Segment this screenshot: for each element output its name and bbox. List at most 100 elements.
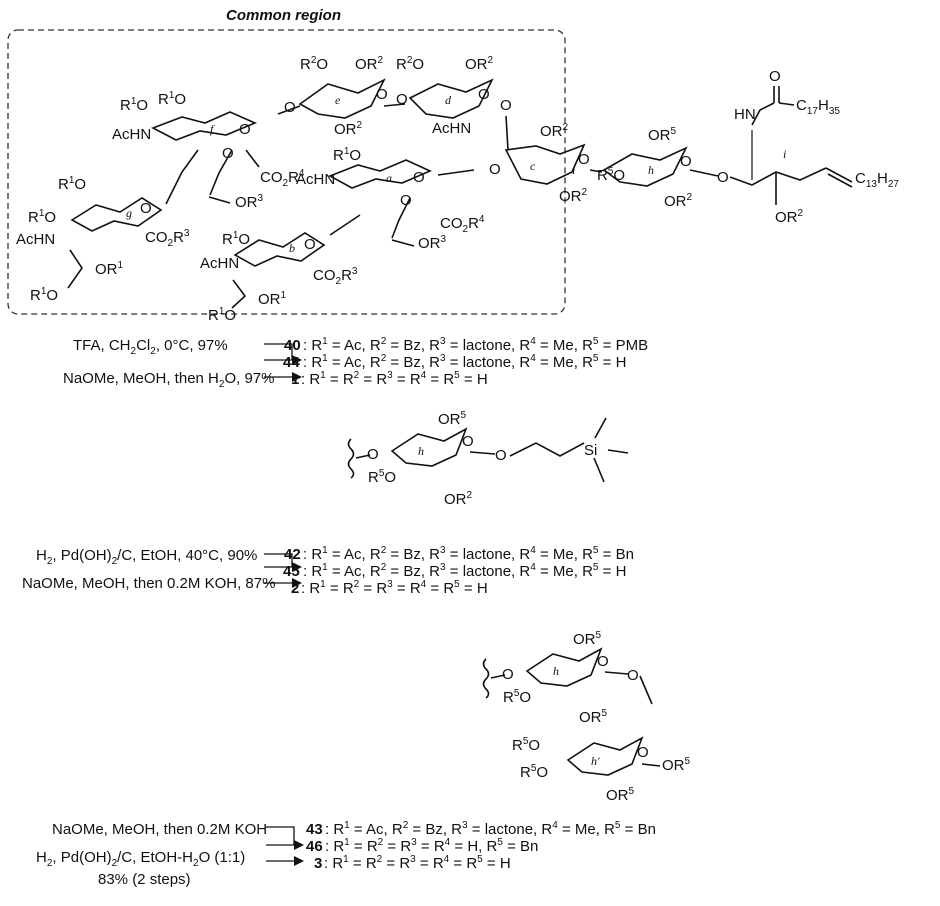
svg-text:a: a bbox=[386, 171, 392, 185]
prod-1-id: 1 bbox=[291, 371, 299, 388]
svg-text:b: b bbox=[289, 241, 295, 255]
prod-44-id: 44 bbox=[283, 354, 300, 371]
prod-40-id: 40 bbox=[284, 337, 301, 354]
svg-text:CO2R4: CO2R4 bbox=[440, 214, 485, 235]
svg-text:R2O: R2O bbox=[300, 55, 328, 73]
svg-text:OR1: OR1 bbox=[95, 260, 124, 278]
prod-46-id: 46 bbox=[306, 838, 323, 855]
svg-text:O: O bbox=[627, 667, 639, 684]
svg-text:OR2: OR2 bbox=[775, 208, 804, 226]
svg-text:CO2R3: CO2R3 bbox=[145, 228, 190, 249]
prod-42-id: 42 bbox=[284, 546, 301, 563]
cond-2a: H2, Pd(OH)2/C, EtOH, 40°C, 90% bbox=[36, 547, 257, 567]
reaction-2: H2, Pd(OH)2/C, EtOH, 40°C, 90% NaOMe, Me… bbox=[22, 545, 634, 597]
svg-text:OR5: OR5 bbox=[573, 630, 602, 648]
prod-2: : R1 = R2 = R3 = R4 = R5 = H bbox=[301, 579, 488, 597]
prod-43-id: 43 bbox=[306, 821, 323, 838]
svg-text:O: O bbox=[376, 86, 388, 103]
hn-label: HN bbox=[734, 106, 756, 123]
svg-text:O: O bbox=[578, 151, 590, 168]
ring-b: b R1O AcHN O CO2R3 OR1 R1O bbox=[200, 214, 361, 324]
achn-d: AcHN bbox=[432, 120, 471, 137]
svg-text:O: O bbox=[495, 447, 507, 464]
svg-text:c: c bbox=[530, 159, 536, 173]
achn-b: AcHN bbox=[200, 255, 239, 272]
cond-3a: NaOMe, MeOH, then 0.2M KOH bbox=[52, 821, 267, 838]
svg-text:O: O bbox=[462, 433, 474, 450]
svg-text:d: d bbox=[445, 93, 452, 107]
svg-text:R5O: R5O bbox=[503, 688, 531, 706]
svg-text:R2O: R2O bbox=[396, 55, 424, 73]
svg-text:OR2: OR2 bbox=[559, 187, 588, 205]
svg-text:OR2: OR2 bbox=[465, 55, 494, 73]
ring-d: d R2O OR2 O O AcHN O bbox=[396, 55, 512, 151]
c17-chain: C17H35 bbox=[796, 97, 840, 117]
svg-text:OR5: OR5 bbox=[438, 410, 467, 428]
svg-text:OR3: OR3 bbox=[418, 234, 447, 252]
svg-text:i: i bbox=[783, 147, 786, 161]
cond-2b: NaOMe, MeOH, then 0.2M KOH, 87% bbox=[22, 575, 275, 592]
svg-text:f: f bbox=[210, 122, 215, 136]
svg-text:CO2R4: CO2R4 bbox=[260, 168, 305, 189]
prod-1: : R1 = R2 = R3 = R4 = R5 = H bbox=[301, 370, 488, 388]
svg-text:O: O bbox=[400, 192, 412, 209]
svg-text:R1O: R1O bbox=[208, 306, 236, 324]
svg-text:OR2: OR2 bbox=[664, 192, 693, 210]
reaction-1: TFA, CH2Cl2, 0°C, 97% NaOMe, MeOH, then … bbox=[63, 336, 648, 390]
cond-1b: NaOMe, MeOH, then H2O, 97% bbox=[63, 370, 274, 390]
common-region-title: Common region bbox=[226, 7, 341, 24]
prod-3: : R1 = R2 = R3 = R4 = R5 = H bbox=[324, 854, 511, 872]
fragment-2: h OR5 O O R5O OR2 O Si bbox=[347, 410, 629, 508]
svg-text:h: h bbox=[418, 444, 424, 458]
prod-44: : R1 = Ac, R2 = Bz, R3 = lactone, R4 = M… bbox=[303, 353, 626, 371]
achn-a: AcHN bbox=[296, 171, 335, 188]
svg-text:R1O: R1O bbox=[28, 208, 56, 226]
prod-43: : R1 = Ac, R2 = Bz, R3 = lactone, R4 = M… bbox=[325, 820, 656, 838]
common-region-box bbox=[7, 29, 566, 315]
ring-f: f R1O R1O AcHN O O CO2R4 OR3 bbox=[112, 90, 305, 211]
svg-text:O: O bbox=[222, 145, 234, 162]
ring-a: a R1O AcHN O O CO2R4 OR3 bbox=[296, 146, 485, 252]
prod-2-id: 2 bbox=[291, 580, 299, 597]
svg-text:O: O bbox=[367, 446, 379, 463]
svg-text:OR5: OR5 bbox=[579, 708, 608, 726]
svg-text:i: i bbox=[572, 163, 575, 177]
fragment-3: h OR5 O O R5O OR5 O h' O R5O R5O OR5 OR5 bbox=[482, 630, 691, 804]
svg-text:R5O: R5O bbox=[520, 763, 548, 781]
svg-text:O: O bbox=[304, 236, 316, 253]
svg-text:O: O bbox=[478, 86, 490, 103]
svg-text:OR3: OR3 bbox=[235, 193, 264, 211]
prod-46: : R1 = R2 = R3 = R4 = H, R5 = Bn bbox=[325, 837, 538, 855]
svg-text:O: O bbox=[502, 666, 514, 683]
c13-chain: C13H27 bbox=[855, 170, 899, 190]
svg-text:OR1: OR1 bbox=[258, 290, 287, 308]
svg-text:OR2: OR2 bbox=[444, 490, 473, 508]
ring-c: c OR2 O OR2 i O bbox=[489, 122, 603, 205]
svg-text:O: O bbox=[680, 153, 692, 170]
cond-3b: H2, Pd(OH)2/C, EtOH-H2O (1:1) bbox=[36, 849, 245, 869]
svg-text:R1O: R1O bbox=[30, 286, 58, 304]
svg-text:OR5: OR5 bbox=[662, 756, 691, 774]
svg-text:OR2: OR2 bbox=[334, 120, 363, 138]
svg-text:O: O bbox=[140, 200, 152, 217]
cond-1a: TFA, CH2Cl2, 0°C, 97% bbox=[73, 337, 228, 357]
svg-text:h: h bbox=[648, 163, 654, 177]
svg-text:R1O: R1O bbox=[333, 146, 361, 164]
svg-text:R1O: R1O bbox=[222, 230, 250, 248]
achn-g: AcHN bbox=[16, 231, 55, 248]
svg-text:R1O: R1O bbox=[120, 96, 148, 114]
svg-text:O: O bbox=[637, 744, 649, 761]
svg-text:R5O: R5O bbox=[512, 736, 540, 754]
svg-text:O: O bbox=[489, 161, 501, 178]
svg-text:O: O bbox=[239, 121, 251, 138]
si-atom: Si bbox=[584, 442, 597, 459]
reaction-3: NaOMe, MeOH, then 0.2M KOH H2, Pd(OH)2/C… bbox=[36, 820, 656, 888]
svg-text:R5O: R5O bbox=[368, 468, 396, 486]
svg-text:R5O: R5O bbox=[597, 166, 625, 184]
svg-text:h: h bbox=[553, 664, 559, 678]
ring-h-ceramide: h OR5 O R5O OR2 O HN O C17H35 i OR2 C13H… bbox=[597, 68, 899, 226]
prod-3-id: 3 bbox=[314, 855, 322, 872]
prod-42: : R1 = Ac, R2 = Bz, R3 = lactone, R4 = M… bbox=[303, 545, 634, 563]
